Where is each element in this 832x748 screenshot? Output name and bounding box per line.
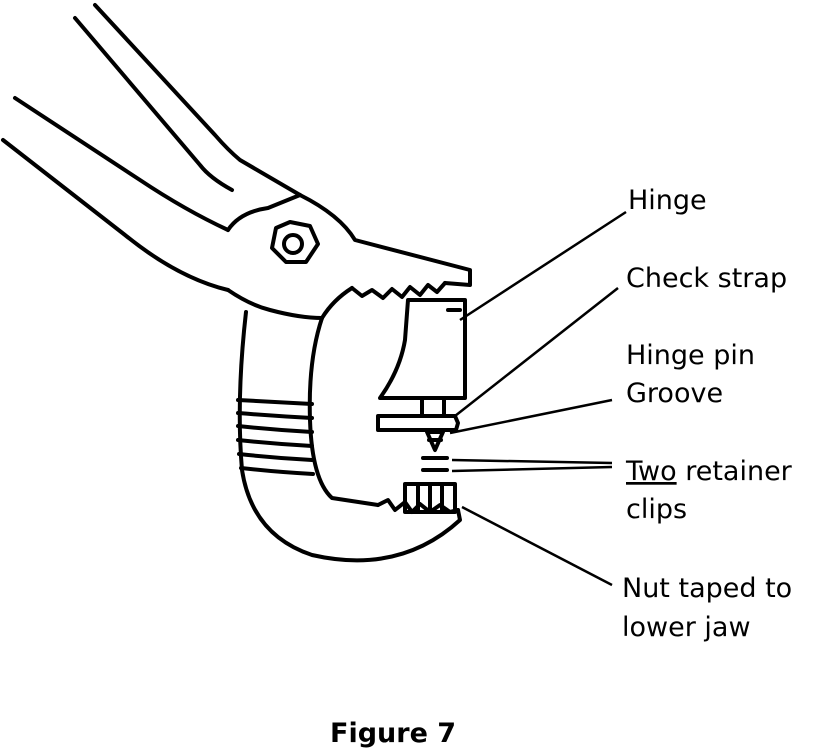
label-two: Two — [625, 456, 677, 487]
leader-hinge — [459, 210, 627, 322]
lower-handle — [1, 96, 230, 292]
label-nut-line2: lower jaw — [622, 612, 751, 643]
label-retainer: retainer — [677, 456, 793, 487]
upper-jaw — [226, 193, 472, 320]
leader-check-strap — [454, 287, 619, 417]
pivot-nut — [270, 220, 320, 264]
label-groove: Groove — [626, 378, 723, 409]
label-nut-line1: Nut taped to — [622, 573, 792, 604]
label-clips: clips — [626, 494, 687, 525]
leader-clip-upper — [451, 458, 613, 465]
hinge-pin — [425, 430, 445, 452]
retainer-clips — [421, 456, 449, 472]
lower-jaw — [236, 310, 462, 563]
lower-jaw-nut — [403, 482, 457, 514]
check-strap-plate — [376, 396, 460, 432]
label-check-strap: Check strap — [626, 263, 787, 294]
leader-lines — [449, 210, 627, 587]
label-hinge-pin: Hinge pin — [626, 340, 755, 371]
upper-handle — [73, 3, 302, 197]
label-two-retainer: Two retainer — [625, 456, 793, 487]
label-hinge: Hinge — [628, 185, 707, 216]
hinge-block — [378, 298, 467, 400]
leader-groove — [449, 398, 613, 435]
leader-clip-lower — [451, 465, 613, 473]
figure-caption: Figure 7 — [330, 718, 456, 748]
leader-nut — [461, 505, 613, 587]
